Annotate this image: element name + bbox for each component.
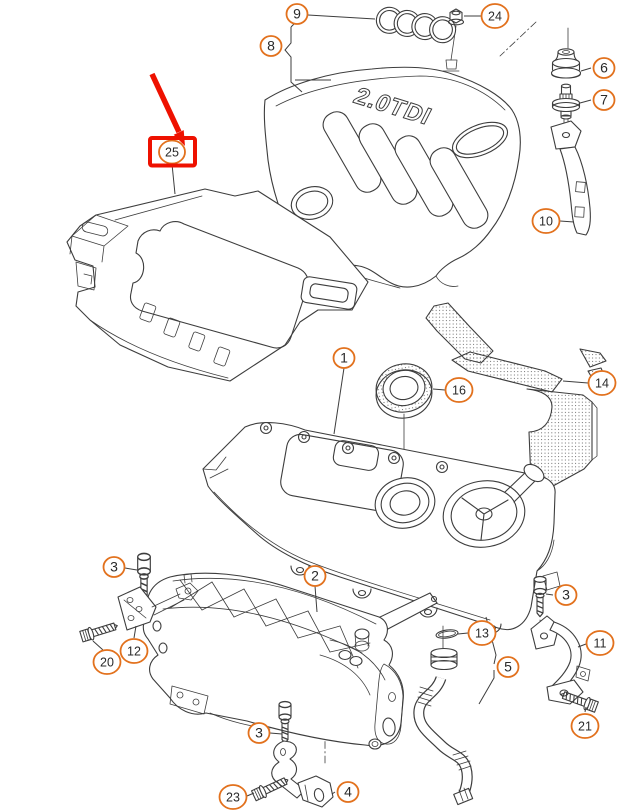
svg-text:4: 4 (344, 784, 352, 800)
callout-4[interactable]: 4 (336, 781, 360, 803)
engine-cover-insulation-25 (66, 188, 369, 382)
callout-9[interactable]: 9 (285, 3, 309, 25)
svg-text:12: 12 (127, 645, 141, 659)
callout-5[interactable]: 5 (496, 656, 520, 678)
svg-text:11: 11 (594, 637, 607, 651)
manifold-lattice (169, 579, 371, 669)
callout-25[interactable]: 25 (158, 139, 186, 165)
svg-text:16: 16 (452, 384, 466, 398)
svg-text:24: 24 (488, 10, 502, 24)
callout-11[interactable]: 11 (585, 630, 615, 656)
highlight-arrow-shaft (149, 72, 182, 134)
svg-text:6: 6 (600, 60, 608, 76)
svg-text:20: 20 (100, 656, 114, 670)
breather-hose (413, 647, 474, 806)
highlight-annotation (148, 72, 197, 168)
spacer-stud-7 (551, 83, 581, 124)
svg-text:2: 2 (311, 568, 319, 584)
callout-8[interactable]: 8 (259, 35, 283, 57)
stud-3-right (533, 575, 547, 618)
callout-21[interactable]: 21 (570, 713, 600, 739)
callout-6[interactable]: 6 (592, 57, 616, 79)
cover-bolt-tabs (259, 421, 449, 474)
seal-seat-opening (374, 477, 436, 529)
svg-text:14: 14 (595, 377, 609, 391)
highlight-arrow-head (173, 130, 185, 146)
svg-text:10: 10 (539, 215, 553, 229)
svg-text:25: 25 (165, 146, 179, 160)
insulation-notches (139, 302, 231, 367)
callout-12[interactable]: 12 (119, 638, 149, 664)
seal-ring-16 (375, 363, 433, 419)
highlight-box (148, 136, 197, 168)
support-bracket-10 (550, 120, 591, 236)
svg-text:3: 3 (110, 559, 118, 575)
callout-23[interactable]: 23 (218, 784, 248, 810)
svg-text:21: 21 (578, 720, 592, 734)
callout-10[interactable]: 10 (531, 208, 561, 234)
callout-13[interactable]: 13 (467, 620, 497, 646)
svg-text:3: 3 (255, 725, 263, 741)
retaining-nut-24 (447, 8, 465, 26)
svg-text:3: 3 (562, 587, 570, 603)
callout-1[interactable]: 1 (332, 347, 356, 369)
small-seal-washer (368, 738, 382, 750)
callout-3-center[interactable]: 3 (247, 722, 271, 744)
callout-3-right[interactable]: 3 (554, 584, 578, 606)
callout-24[interactable]: 24 (480, 3, 510, 29)
bracket-4 (297, 775, 334, 808)
svg-text:8: 8 (267, 38, 275, 54)
callout-2[interactable]: 2 (303, 565, 327, 587)
svg-text:9: 9 (293, 6, 301, 22)
callout-3-left[interactable]: 3 (102, 556, 126, 578)
intake-manifold (142, 572, 438, 747)
callout-7[interactable]: 7 (592, 89, 616, 111)
svg-text:7: 7 (600, 92, 608, 108)
callout-20[interactable]: 20 (92, 649, 122, 675)
cover-rib-slats (322, 111, 489, 229)
svg-text:13: 13 (475, 627, 489, 641)
bolt-20 (78, 618, 120, 644)
bracket-11 (530, 615, 591, 705)
bracket-12 (117, 586, 185, 631)
audi-rings-icon (375, 6, 457, 44)
callout-14[interactable]: 14 (587, 370, 617, 396)
insulation-piece-14 (425, 302, 607, 487)
o-ring-13 (435, 629, 459, 639)
svg-text:1: 1 (340, 350, 348, 366)
svg-text:23: 23 (226, 791, 240, 805)
svg-text:5: 5 (504, 659, 512, 675)
callout-16[interactable]: 16 (444, 377, 474, 403)
rubber-grommet-6 (550, 48, 582, 79)
cylinder-head-cover (202, 421, 561, 634)
leader-lines (92, 14, 592, 797)
callouts: 9 24 8 6 7 10 25 1 16 14 3 12 20 2 13 5 … (92, 3, 617, 810)
oil-filler-cap (442, 463, 545, 548)
